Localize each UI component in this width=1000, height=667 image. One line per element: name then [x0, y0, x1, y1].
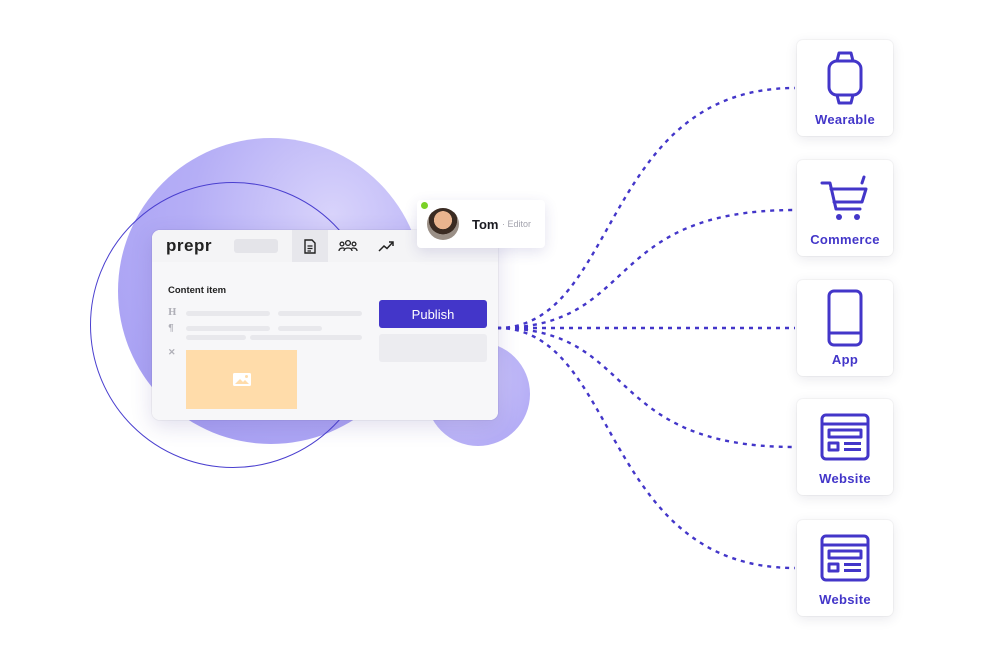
- paragraph-field-icon: ¶: [168, 324, 174, 334]
- media-field-icon: ✕: [168, 348, 176, 358]
- online-status-dot: [421, 202, 428, 209]
- channel-label: Website: [819, 471, 871, 486]
- channel-label: Wearable: [815, 112, 875, 127]
- heading-placeholder-line: [278, 311, 362, 316]
- prepr-logo: prepr: [166, 236, 212, 255]
- channel-card-app[interactable]: App: [797, 280, 893, 376]
- image-icon: [232, 373, 251, 386]
- cms-window: prepr: [152, 230, 498, 420]
- text-placeholder-line: [278, 326, 322, 331]
- tab-analytics[interactable]: [368, 230, 404, 262]
- image-placeholder[interactable]: [186, 350, 297, 409]
- channel-card-website[interactable]: Website: [797, 399, 893, 495]
- tab-users[interactable]: [330, 230, 366, 262]
- text-placeholder-line: [186, 335, 246, 340]
- watch-icon: [827, 51, 863, 105]
- phone-icon: [827, 289, 863, 347]
- content-editor: Content item H ¶ ✕ Publish: [152, 262, 498, 420]
- channel-label: Commerce: [810, 232, 880, 247]
- channel-card-website[interactable]: Website: [797, 520, 893, 616]
- text-placeholder-line: [250, 335, 362, 340]
- text-placeholder-line: [186, 326, 270, 331]
- avatar: [427, 208, 459, 240]
- user-presence-chip: Tom · Editor: [417, 200, 545, 248]
- connector-website-1: [496, 326, 796, 449]
- browser-icon: [820, 534, 870, 582]
- user-role: · Editor: [502, 219, 532, 229]
- browser-icon: [820, 413, 870, 461]
- channel-label: Website: [819, 592, 871, 607]
- channel-card-wearable[interactable]: Wearable: [797, 40, 893, 136]
- channel-label: App: [831, 352, 859, 367]
- connector-commerce: [496, 208, 796, 330]
- settings-placeholder-block: [379, 334, 487, 362]
- channel-card-commerce[interactable]: Commerce: [797, 160, 893, 256]
- connector-website-2: [496, 326, 796, 570]
- cart-icon: [820, 175, 868, 220]
- content-item-label: Content item: [168, 285, 227, 296]
- publish-button[interactable]: Publish: [379, 300, 487, 328]
- heading-placeholder-line: [186, 311, 270, 316]
- connector-wearable: [496, 86, 796, 330]
- analytics-icon: [378, 241, 394, 252]
- search-placeholder[interactable]: [234, 239, 278, 253]
- tab-content[interactable]: [292, 230, 328, 262]
- users-icon: [338, 239, 358, 252]
- user-name: Tom: [472, 217, 499, 232]
- heading-field-icon: H: [168, 308, 177, 318]
- document-icon: [304, 238, 316, 254]
